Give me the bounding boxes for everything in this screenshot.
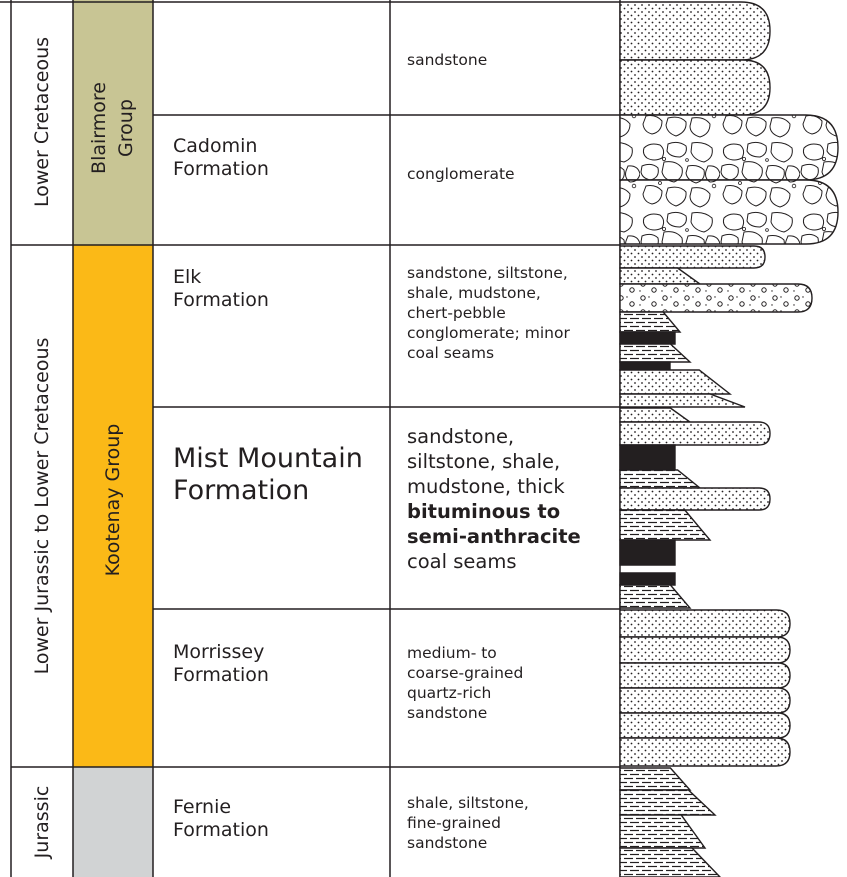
column-layer-mo-ss-2: [620, 637, 790, 663]
period-label-lower-cretaceous: Lower Cretaceous: [31, 37, 53, 207]
column-layer-elk-coal-2: [620, 362, 670, 370]
group-label-blairmore-line2: Group: [113, 82, 140, 174]
column-layer-mo-ss-4: [620, 688, 790, 713]
column-layer-mm-coal-1: [620, 445, 675, 470]
column-layer-elk-ss-3: [620, 370, 730, 394]
column-layer-mo-ss-5: [620, 713, 790, 738]
lithologic-column: [620, 2, 838, 877]
group-label-blairmore-line1: Blairmore: [86, 82, 113, 174]
column-layer-cg-1: [620, 115, 838, 180]
column-layer-elk-coal-1: [620, 332, 675, 344]
fernie-group-fill: [73, 767, 153, 877]
lithology-morrissey: medium- to coarse-grained quartz-rich sa…: [407, 643, 617, 723]
column-layer-mm-coal-2: [620, 540, 675, 565]
column-layer-mm-ss-1: [620, 408, 690, 422]
column-layer-ss-2: [620, 60, 770, 115]
column-layer-mm-ss-2: [620, 422, 770, 445]
group-label-kootenay: Kootenay Group: [102, 424, 124, 577]
column-layer-mo-ss-3: [620, 663, 790, 688]
column-layer-elk-ss-1: [620, 246, 765, 268]
period-label-jurassic: Jurassic: [31, 786, 53, 859]
column-layer-cg-2: [620, 180, 838, 244]
column-layer-mm-ss-3: [620, 488, 770, 510]
column-layer-mm-sh-3: [620, 585, 690, 608]
lithology-fernie: shale, siltstone, fine-grained sandstone: [407, 793, 617, 853]
column-layer-mm-coal-3: [620, 573, 675, 585]
column-layer-fe-sh-4: [620, 848, 720, 877]
column-layer-mo-ss-6: [620, 738, 790, 766]
group-label-blairmore: Blairmore Group: [86, 82, 140, 174]
column-layer-mm-sh-1: [620, 470, 700, 488]
column-layer-elk-sh-2: [620, 344, 690, 362]
column-layer-mo-ss-1: [620, 610, 790, 637]
column-layer-ss-1: [620, 2, 770, 60]
column-layer-fe-sh-3: [620, 815, 705, 848]
lithology-mist-mountain: sandstone, siltstone, shale, mudstone, t…: [407, 424, 619, 574]
lithology-elk: sandstone, siltstone, shale, mudstone, c…: [407, 263, 619, 363]
lithology-cadomin: conglomerate: [407, 164, 617, 184]
column-layer-elk-sh-1: [620, 312, 680, 332]
column-layer-fe-sh-1: [620, 768, 690, 790]
period-label-lower-jurassic-to-lower-cretaceous: Lower Jurassic to Lower Cretaceous: [31, 338, 53, 675]
column-layer-fe-sh-2: [620, 790, 715, 815]
lithology-blairmore-upper: sandstone: [407, 50, 617, 70]
column-layer-elk-cpc: [620, 284, 812, 312]
column-layer-elk-ss-2: [620, 268, 700, 284]
column-layer-mm-sh-2: [620, 510, 710, 540]
column-layer-elk-ss-4: [620, 394, 745, 407]
